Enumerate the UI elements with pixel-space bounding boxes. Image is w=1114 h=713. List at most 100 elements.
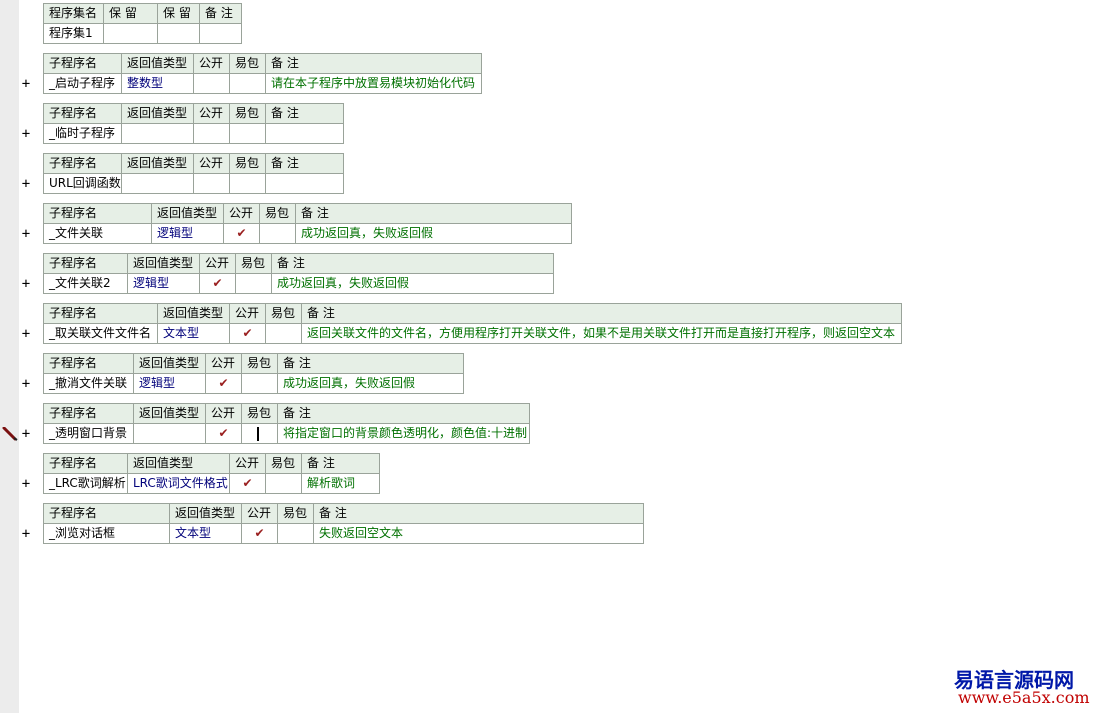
header-public: 公开 [193, 103, 230, 124]
header-public: 公开 [205, 353, 242, 374]
subroutine-table: 子程序名 返回值类型 公开 易包 备 注 _取关联文件文件名 文本型 ✔ 返回关… [43, 303, 902, 344]
subroutine-table: 子程序名 返回值类型 公开 易包 备 注 _透明窗口背景 ✔ 将指定窗口的背景颜… [43, 403, 530, 444]
assembly-reserved-cell-1[interactable] [103, 23, 158, 44]
assembly-reserved-cell-2[interactable] [157, 23, 200, 44]
header-sub-name: 子程序名 [43, 403, 134, 424]
public-checkmark-icon[interactable]: ✔ [229, 323, 266, 344]
public-cell[interactable] [193, 123, 230, 144]
public-checkmark-icon[interactable]: ✔ [199, 273, 236, 294]
remark-cell[interactable] [265, 123, 344, 144]
package-cell[interactable] [229, 73, 266, 94]
header-package: 易包 [277, 503, 314, 524]
header-package: 易包 [265, 303, 302, 324]
package-cell[interactable] [229, 123, 266, 144]
header-sub-name: 子程序名 [43, 53, 122, 74]
header-remark: 备 注 [265, 53, 482, 74]
header-return-type: 返回值类型 [127, 253, 200, 274]
header-package: 易包 [235, 253, 272, 274]
header-public: 公开 [229, 303, 266, 324]
expand-button[interactable]: + [21, 426, 31, 442]
header-package: 易包 [241, 403, 278, 424]
header-remark: 备 注 [271, 253, 554, 274]
header-sub-name: 子程序名 [43, 153, 122, 174]
header-public: 公开 [223, 203, 260, 224]
public-checkmark-icon[interactable]: ✔ [223, 223, 260, 244]
return-type-cell[interactable] [133, 423, 206, 444]
package-cell[interactable] [241, 423, 278, 444]
expand-button[interactable]: + [21, 126, 31, 142]
subroutine-table: 子程序名 返回值类型 公开 易包 备 注 _LRC歌词解析 LRC歌词文件格式 … [43, 453, 380, 494]
sub-name-cell[interactable]: _取关联文件文件名 [43, 323, 158, 344]
package-cell[interactable] [265, 323, 302, 344]
remark-cell[interactable]: 成功返回真，失败返回假 [295, 223, 572, 244]
package-cell[interactable] [277, 523, 314, 544]
header-return-type: 返回值类型 [169, 503, 242, 524]
header-sub-name: 子程序名 [43, 453, 128, 474]
public-cell[interactable] [193, 173, 230, 194]
assembly-name-cell[interactable]: 程序集1 [43, 23, 104, 44]
header-package: 易包 [259, 203, 296, 224]
expand-button[interactable]: + [21, 476, 31, 492]
sub-name-cell[interactable]: _撤消文件关联 [43, 373, 134, 394]
public-checkmark-icon[interactable]: ✔ [241, 523, 278, 544]
expand-button[interactable]: + [21, 276, 31, 292]
return-type-cell[interactable] [121, 123, 194, 144]
header-package: 易包 [229, 153, 266, 174]
package-cell[interactable] [265, 473, 302, 494]
subroutine-table: 子程序名 返回值类型 公开 易包 备 注 _文件关联2 逻辑型 ✔ 成功返回真，… [43, 253, 554, 294]
expand-button[interactable]: + [21, 376, 31, 392]
expand-button[interactable]: + [21, 76, 31, 92]
remark-cell[interactable]: 成功返回真，失败返回假 [271, 273, 554, 294]
sub-name-cell[interactable]: _LRC歌词解析 [43, 473, 128, 494]
sub-name-cell[interactable]: _浏览对话框 [43, 523, 170, 544]
header-return-type: 返回值类型 [133, 403, 206, 424]
header-sub-name: 子程序名 [43, 203, 152, 224]
expand-button[interactable]: + [21, 526, 31, 542]
header-remark: 备 注 [277, 353, 464, 374]
header-package: 易包 [229, 53, 266, 74]
watermark-url: www.e5a5x.com [958, 688, 1090, 707]
return-type-cell[interactable]: 逻辑型 [133, 373, 206, 394]
remark-cell[interactable]: 将指定窗口的背景颜色透明化，颜色值:十进制 [277, 423, 530, 444]
public-checkmark-icon[interactable]: ✔ [205, 423, 242, 444]
remark-cell[interactable]: 失败返回空文本 [313, 523, 644, 544]
remark-cell[interactable]: 请在本子程序中放置易模块初始化代码 [265, 73, 482, 94]
return-type-cell[interactable]: 文本型 [169, 523, 242, 544]
sub-name-cell[interactable]: _启动子程序 [43, 73, 122, 94]
header-public: 公开 [241, 503, 278, 524]
return-type-cell[interactable] [121, 173, 194, 194]
header-public: 公开 [205, 403, 242, 424]
subroutine-table: 子程序名 返回值类型 公开 易包 备 注 _撤消文件关联 逻辑型 ✔ 成功返回真… [43, 353, 464, 394]
sub-name-cell[interactable]: _文件关联2 [43, 273, 128, 294]
package-cell[interactable] [259, 223, 296, 244]
expand-button[interactable]: + [21, 176, 31, 192]
expand-button[interactable]: + [21, 226, 31, 242]
header-remark: 备 注 [265, 153, 344, 174]
package-cell[interactable] [241, 373, 278, 394]
remark-cell[interactable]: 解析歌词 [301, 473, 380, 494]
return-type-cell[interactable]: LRC歌词文件格式 [127, 473, 230, 494]
assembly-remark-cell[interactable] [199, 23, 242, 44]
package-cell[interactable] [229, 173, 266, 194]
header-sub-name: 子程序名 [43, 353, 134, 374]
sub-name-cell[interactable]: _文件关联 [43, 223, 152, 244]
header-public: 公开 [229, 453, 266, 474]
return-type-cell[interactable]: 整数型 [121, 73, 194, 94]
remark-cell[interactable]: 返回关联文件的文件名，方便用程序打开关联文件，如果不是用关联文件打开而是直接打开… [301, 323, 902, 344]
sub-name-cell[interactable]: _透明窗口背景 [43, 423, 134, 444]
remark-cell[interactable]: 成功返回真，失败返回假 [277, 373, 464, 394]
sub-name-cell[interactable]: URL回调函数 [43, 173, 122, 194]
return-type-cell[interactable]: 逻辑型 [127, 273, 200, 294]
return-type-cell[interactable]: 文本型 [157, 323, 230, 344]
public-checkmark-icon[interactable]: ✔ [205, 373, 242, 394]
header-sub-name: 子程序名 [43, 303, 158, 324]
remark-cell[interactable] [265, 173, 344, 194]
sub-name-cell[interactable]: _临时子程序 [43, 123, 122, 144]
package-cell[interactable] [235, 273, 272, 294]
public-cell[interactable] [193, 73, 230, 94]
return-type-cell[interactable]: 逻辑型 [151, 223, 224, 244]
header-return-type: 返回值类型 [121, 103, 194, 124]
public-checkmark-icon[interactable]: ✔ [229, 473, 266, 494]
header-return-type: 返回值类型 [133, 353, 206, 374]
expand-button[interactable]: + [21, 326, 31, 342]
